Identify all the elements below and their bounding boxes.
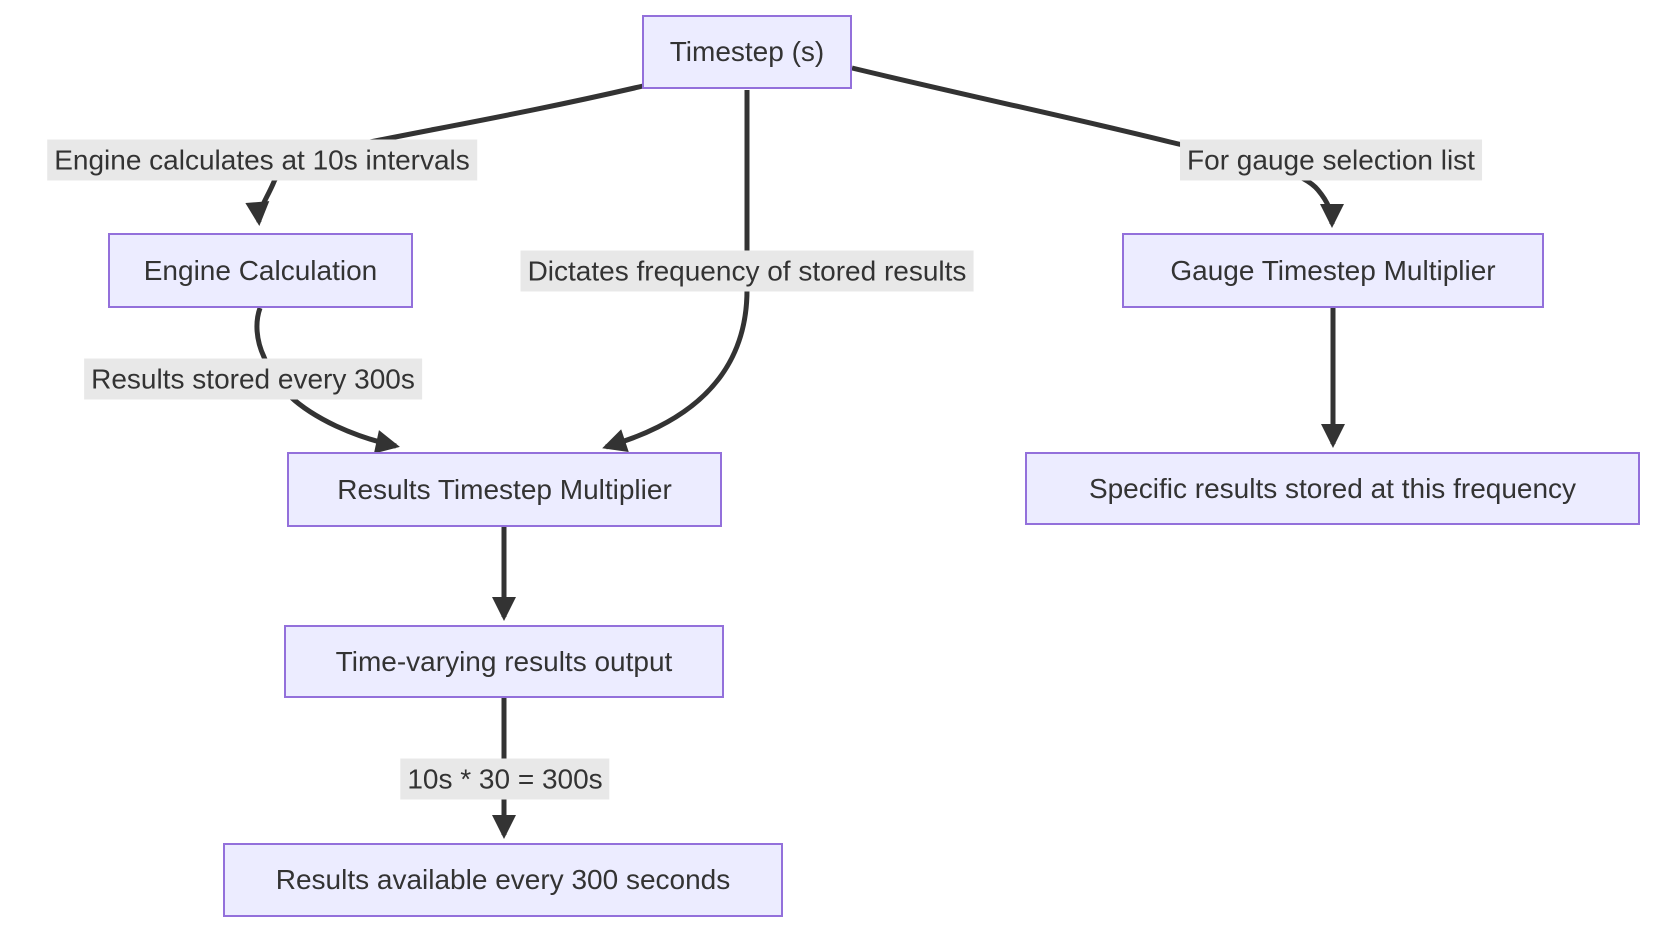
edge-label-engine-calculates: Engine calculates at 10s intervals [47,139,477,181]
edge-label-for-gauge-selection: For gauge selection list [1180,139,1482,181]
edge-timestep-to-results-multiplier [602,90,750,453]
edge-label-timestep-math: 10s * 30 = 300s [400,758,610,800]
node-results-timestep-multiplier: Results Timestep Multiplier [287,452,722,527]
node-results-available: Results available every 300 seconds [223,843,783,917]
node-results-timestep-multiplier-label: Results Timestep Multiplier [337,473,672,505]
node-specific-results-label: Specific results stored at this frequenc… [1088,472,1577,504]
node-specific-results: Specific results stored at this frequenc… [1025,452,1640,525]
node-time-varying-output-label: Time-varying results output [335,645,673,677]
edge-label-dictates-frequency: Dictates frequency of stored results [520,250,974,292]
node-engine-calculation-label: Engine Calculation [143,254,378,286]
node-timestep-label: Timestep (s) [669,36,825,67]
node-time-varying-output: Time-varying results output [284,625,724,698]
node-engine-calculation: Engine Calculation [108,233,413,308]
node-timestep: Timestep (s) [642,15,852,89]
node-results-available-label: Results available every 300 seconds [275,864,731,895]
node-gauge-timestep-multiplier: Gauge Timestep Multiplier [1122,233,1544,308]
node-gauge-timestep-multiplier-label: Gauge Timestep Multiplier [1170,254,1496,286]
edge-label-results-stored: Results stored every 300s [84,358,422,400]
